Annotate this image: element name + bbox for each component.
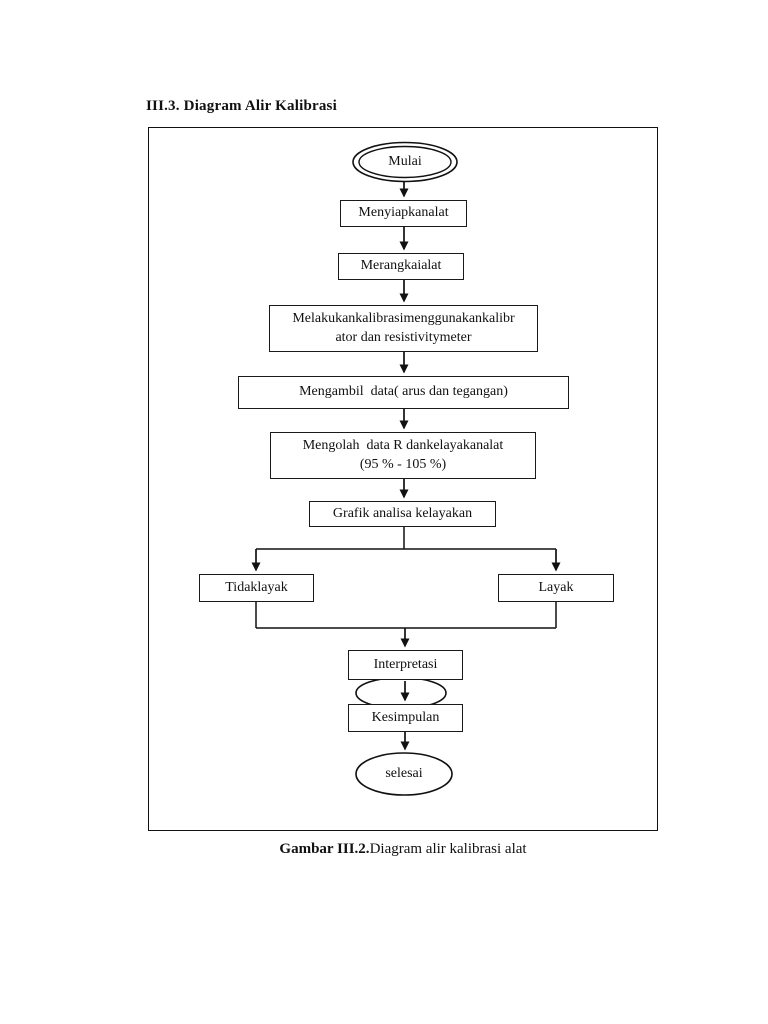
- end-terminal-outline: [355, 752, 453, 796]
- flow-node-step8: Kesimpulan: [348, 704, 463, 732]
- flow-node-step7: Interpretasi: [348, 650, 463, 680]
- figure-caption: Gambar III.2.Diagram alir kalibrasi alat: [148, 841, 658, 858]
- flow-node-step3: Melakukankalibrasimenggunakankalibr ator…: [269, 305, 538, 352]
- figure-caption-text: Diagram alir kalibrasi alat: [369, 841, 527, 857]
- flow-node-step6: Grafik analisa kelayakan: [309, 501, 496, 527]
- start-terminal-outline-inner: [358, 145, 452, 179]
- section-heading: III.3. Diagram Alir Kalibrasi: [146, 98, 337, 114]
- flow-node-step1: Menyiapkanalat: [340, 200, 467, 227]
- flow-node-end: selesai: [385, 766, 423, 781]
- flow-node-start: Mulai: [388, 154, 422, 169]
- flow-node-step4: Mengambil data( arus dan tegangan): [238, 376, 569, 409]
- flow-node-step5: Mengolah data R dankelayakanalat (95 % -…: [270, 432, 536, 479]
- flow-node-branch-right: Layak: [498, 574, 614, 602]
- start-terminal-outline-outer: [352, 141, 458, 183]
- flow-node-branch-left: Tidaklayak: [199, 574, 314, 602]
- flow-node-step2: Merangkaialat: [338, 253, 464, 280]
- figure-caption-number: Gambar III.2.: [279, 841, 370, 857]
- flowchart-frame: Mulai Menyiapkanalat Merangkaialat Melak…: [148, 127, 658, 831]
